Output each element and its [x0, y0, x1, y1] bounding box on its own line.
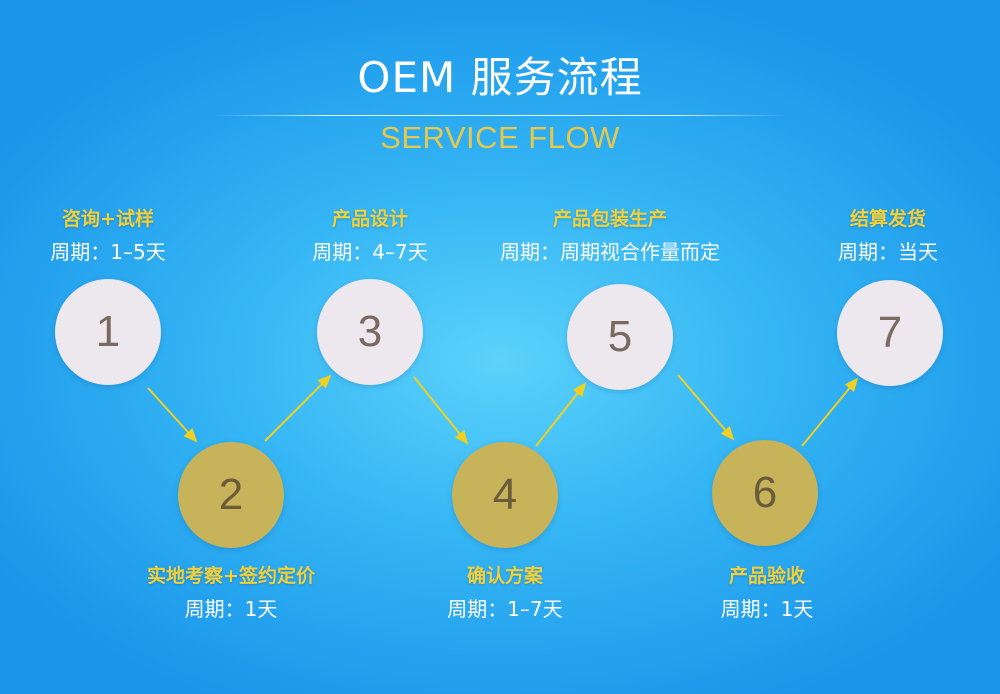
page-title: OEM 服务流程: [357, 53, 643, 102]
step-6-period: 周期：1天: [720, 597, 814, 621]
step-1-circle: 1: [55, 279, 161, 385]
step-7-period: 周期：当天: [838, 240, 938, 264]
step-5-period: 周期：周期视合作量而定: [500, 240, 720, 264]
step-1-name: 咨询+试样: [62, 208, 154, 230]
arrow-2-to-3: [264, 374, 332, 442]
step-2-name: 实地考察+签约定价: [147, 565, 315, 587]
arrow-3-to-4: [413, 376, 469, 445]
step-7-name: 结算发货: [849, 208, 926, 230]
step-3-period: 周期：4–7天: [312, 240, 428, 264]
step-1-label: 咨询+试样 周期：1–5天: [0, 206, 268, 266]
arrow-1-to-2: [147, 387, 198, 443]
step-7-label: 结算发货 周期：当天: [728, 206, 1000, 266]
step-3-circle: 3: [317, 279, 423, 385]
step-4-period: 周期：1–7天: [447, 597, 563, 621]
step-3-label: 产品设计 周期：4–7天: [210, 206, 530, 266]
title-divider: [214, 115, 786, 116]
step-3-name: 产品设计: [331, 208, 408, 230]
arrow-5-to-6: [677, 374, 735, 441]
step-5-name: 产品包装生产: [552, 208, 667, 230]
step-6-label: 产品验收 周期：1天: [607, 563, 927, 623]
step-2-label: 实地考察+签约定价 周期：1天: [71, 563, 391, 623]
arrow-4-to-5: [535, 382, 587, 447]
step-5-label: 产品包装生产 周期：周期视合作量而定: [450, 206, 770, 266]
step-6-name: 产品验收: [728, 565, 805, 587]
step-4-name: 确认方案: [466, 565, 543, 587]
step-7-circle: 7: [837, 280, 943, 386]
step-6-circle: 6: [712, 440, 818, 546]
page-subtitle: SERVICE FLOW: [380, 120, 620, 155]
arrow-6-to-7: [801, 377, 859, 447]
step-2-period: 周期：1天: [184, 597, 278, 621]
step-5-circle: 5: [567, 284, 673, 390]
step-4-circle: 4: [452, 442, 558, 548]
step-4-label: 确认方案 周期：1–7天: [345, 563, 665, 623]
step-1-period: 周期：1–5天: [50, 240, 166, 264]
step-2-circle: 2: [178, 442, 284, 548]
